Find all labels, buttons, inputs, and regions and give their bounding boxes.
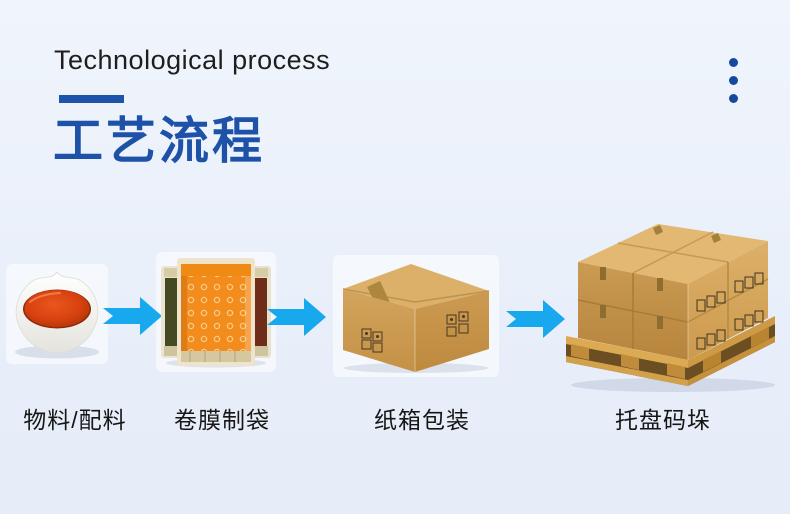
flow-arrow-icon — [506, 300, 565, 338]
film-pouches-image — [161, 258, 271, 368]
dot — [729, 94, 738, 103]
step-label-bag-making: 卷膜制袋 — [174, 407, 270, 433]
dot — [729, 58, 738, 67]
step-label-carton-packing: 纸箱包装 — [374, 407, 470, 433]
shipping-icons — [361, 328, 383, 353]
title-underline — [59, 95, 124, 103]
carton-box-image — [342, 264, 490, 373]
page-title-en: Technological process — [54, 45, 331, 75]
menu-dots-icon — [729, 58, 739, 112]
dot — [729, 76, 738, 85]
pallet-blocks — [703, 327, 769, 372]
page-title-zh: 工艺流程 — [53, 113, 265, 169]
step-label-palletizing: 托盘码垛 — [615, 407, 711, 433]
shipping-icons — [446, 311, 469, 337]
shipping-icons — [696, 272, 764, 350]
pallet-blocks — [571, 344, 685, 379]
flow-arrow-icon — [103, 297, 162, 335]
tape-tabs — [600, 267, 663, 329]
pallet-stack-image — [566, 224, 775, 392]
flow-arrow-icon — [267, 298, 326, 336]
sauce-bowl-image — [15, 271, 99, 359]
step-label-materials: 物料/配料 — [23, 407, 127, 433]
